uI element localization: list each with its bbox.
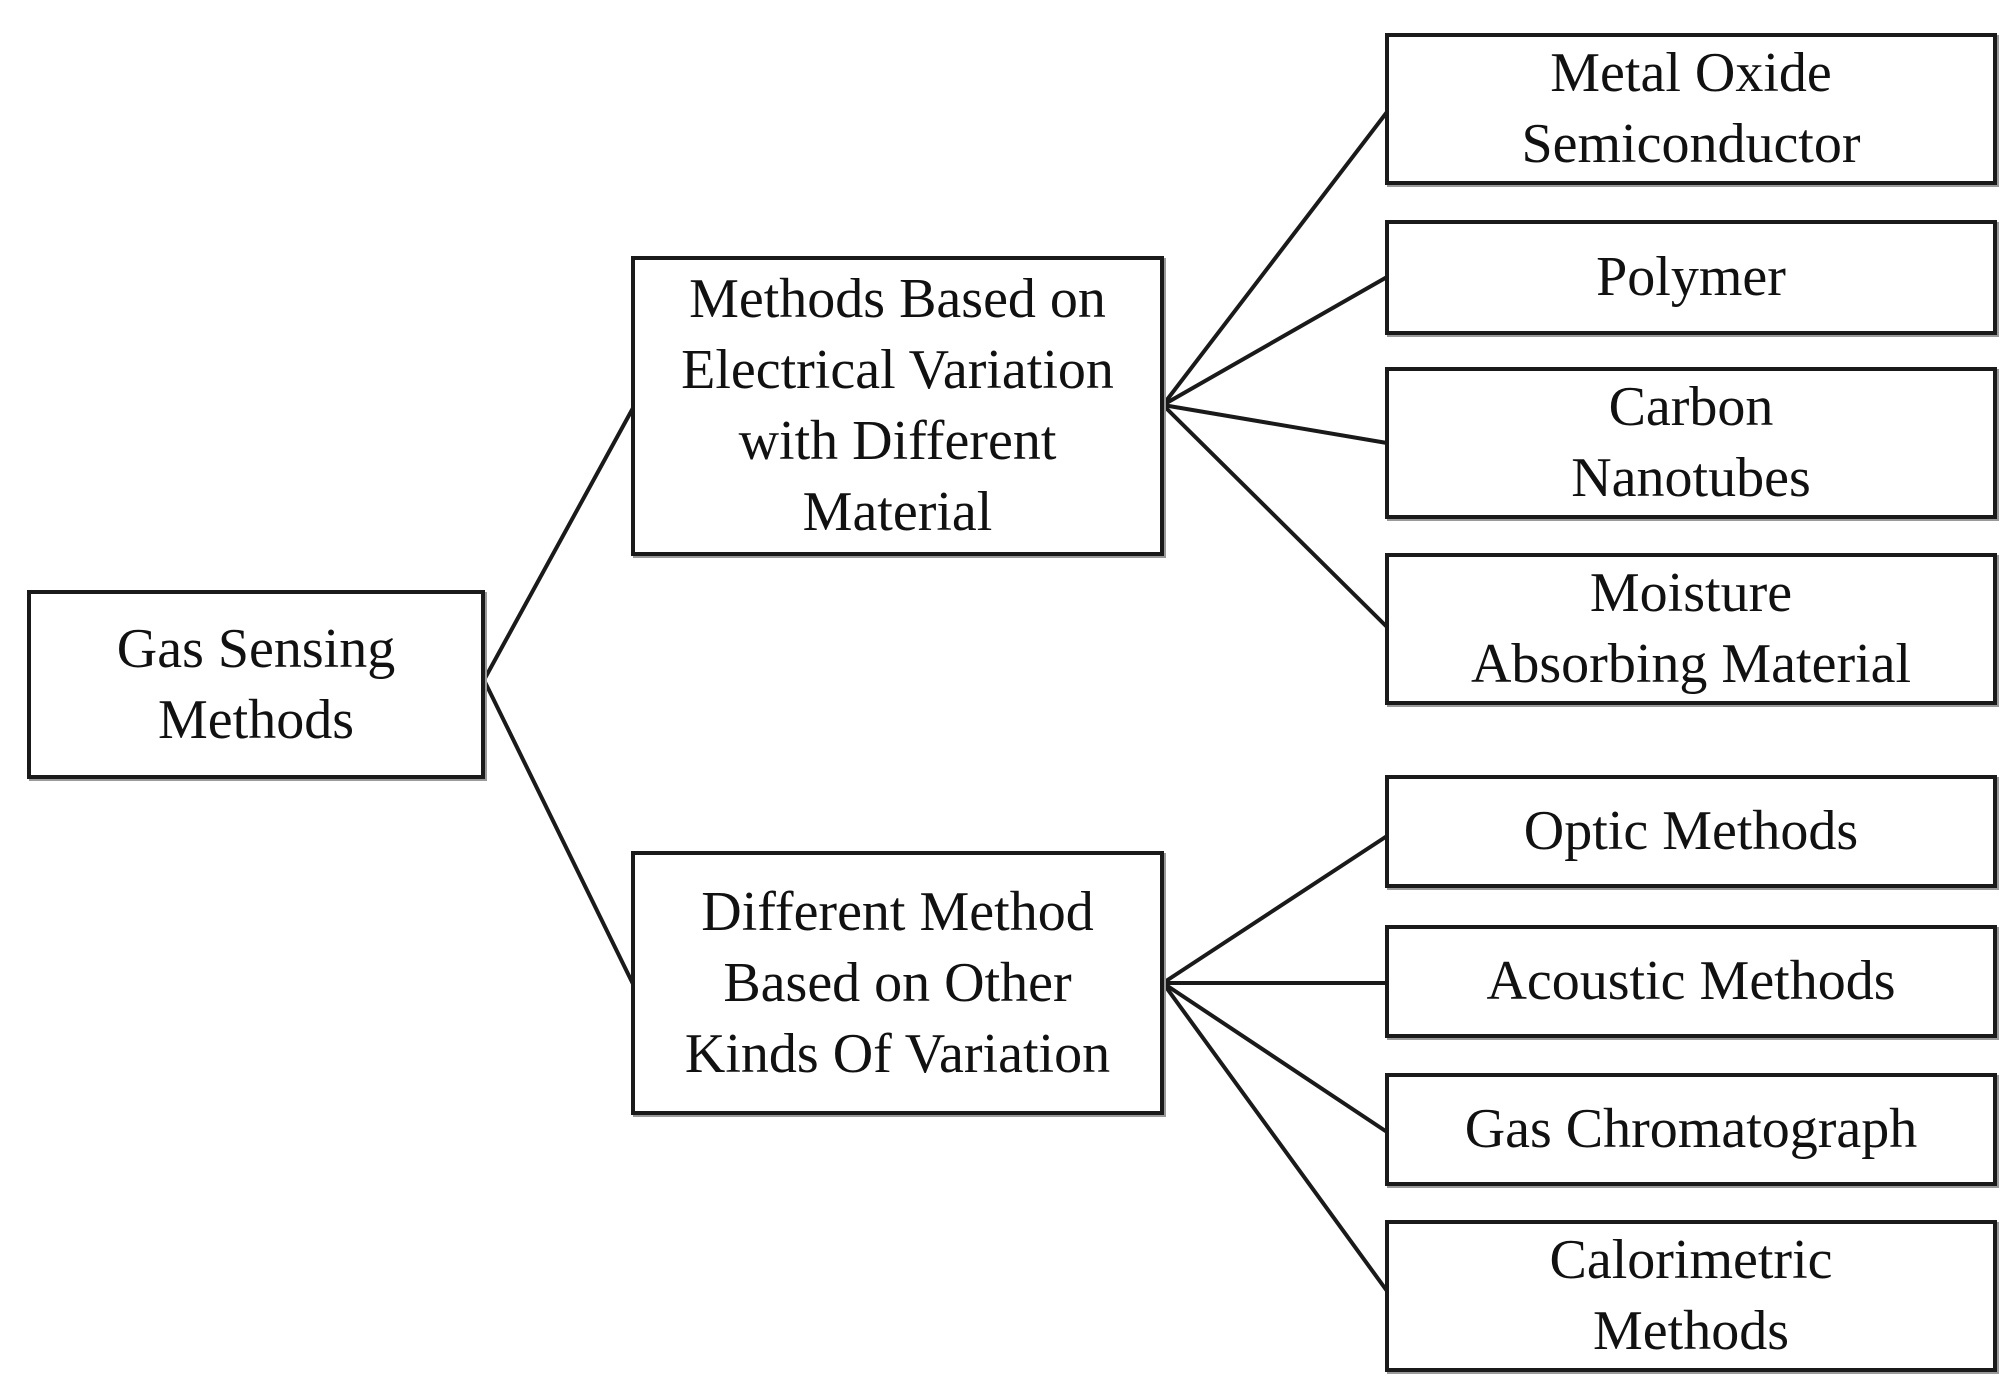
root-node-label: Gas Sensing Methods <box>116 617 396 751</box>
connector-electrical-polymer <box>1161 275 1389 407</box>
connector-electrical-cnt <box>1161 403 1389 445</box>
branch-other-label: Different Method Based on Other Kinds Of… <box>684 880 1111 1085</box>
connector-root-electrical <box>482 406 635 682</box>
leaf-polymer-label: Polymer <box>1596 246 1786 308</box>
leaf-optic-methods-box: Optic Methods <box>1385 775 1997 888</box>
leaf-moisture-absorbing-material-label: Moisture Absorbing Material <box>1470 562 1912 695</box>
branch-electrical-box: Methods Based on Electrical Variation wi… <box>631 256 1164 556</box>
leaf-gas-chromatograph-box: Gas Chromatograph <box>1385 1073 1997 1186</box>
leaf-metal-oxide-semiconductor-label: Metal Oxide Semiconductor <box>1521 42 1861 175</box>
leaf-gas-chromatograph-label: Gas Chromatograph <box>1464 1098 1918 1160</box>
connector-root-other <box>482 678 635 986</box>
leaf-acoustic-methods-box: Acoustic Methods <box>1385 925 1997 1038</box>
connector-electrical-mos <box>1161 110 1389 407</box>
connector-other-gc <box>1161 981 1389 1134</box>
leaf-acoustic-methods-label: Acoustic Methods <box>1486 950 1896 1012</box>
leaf-moisture-absorbing-material-box: Moisture Absorbing Material <box>1385 553 1997 705</box>
leaf-carbon-nanotubes-box: Carbon Nanotubes <box>1385 367 1997 519</box>
leaf-polymer-box: Polymer <box>1385 220 1997 335</box>
leaf-optic-methods-label: Optic Methods <box>1523 800 1859 862</box>
connector-electrical-moisture <box>1161 403 1389 629</box>
leaf-calorimetric-methods-label: Calorimetric Methods <box>1549 1229 1833 1362</box>
connector-other-optic <box>1161 834 1389 985</box>
connector-other-calorimetric <box>1161 981 1389 1293</box>
root-node-box: Gas Sensing Methods <box>27 590 485 779</box>
branch-electrical-label: Methods Based on Electrical Variation wi… <box>681 268 1114 543</box>
leaf-carbon-nanotubes-label: Carbon Nanotubes <box>1571 376 1811 509</box>
branch-other-box: Different Method Based on Other Kinds Of… <box>631 851 1164 1115</box>
leaf-calorimetric-methods-box: Calorimetric Methods <box>1385 1220 1997 1372</box>
leaf-metal-oxide-semiconductor-box: Metal Oxide Semiconductor <box>1385 33 1997 185</box>
